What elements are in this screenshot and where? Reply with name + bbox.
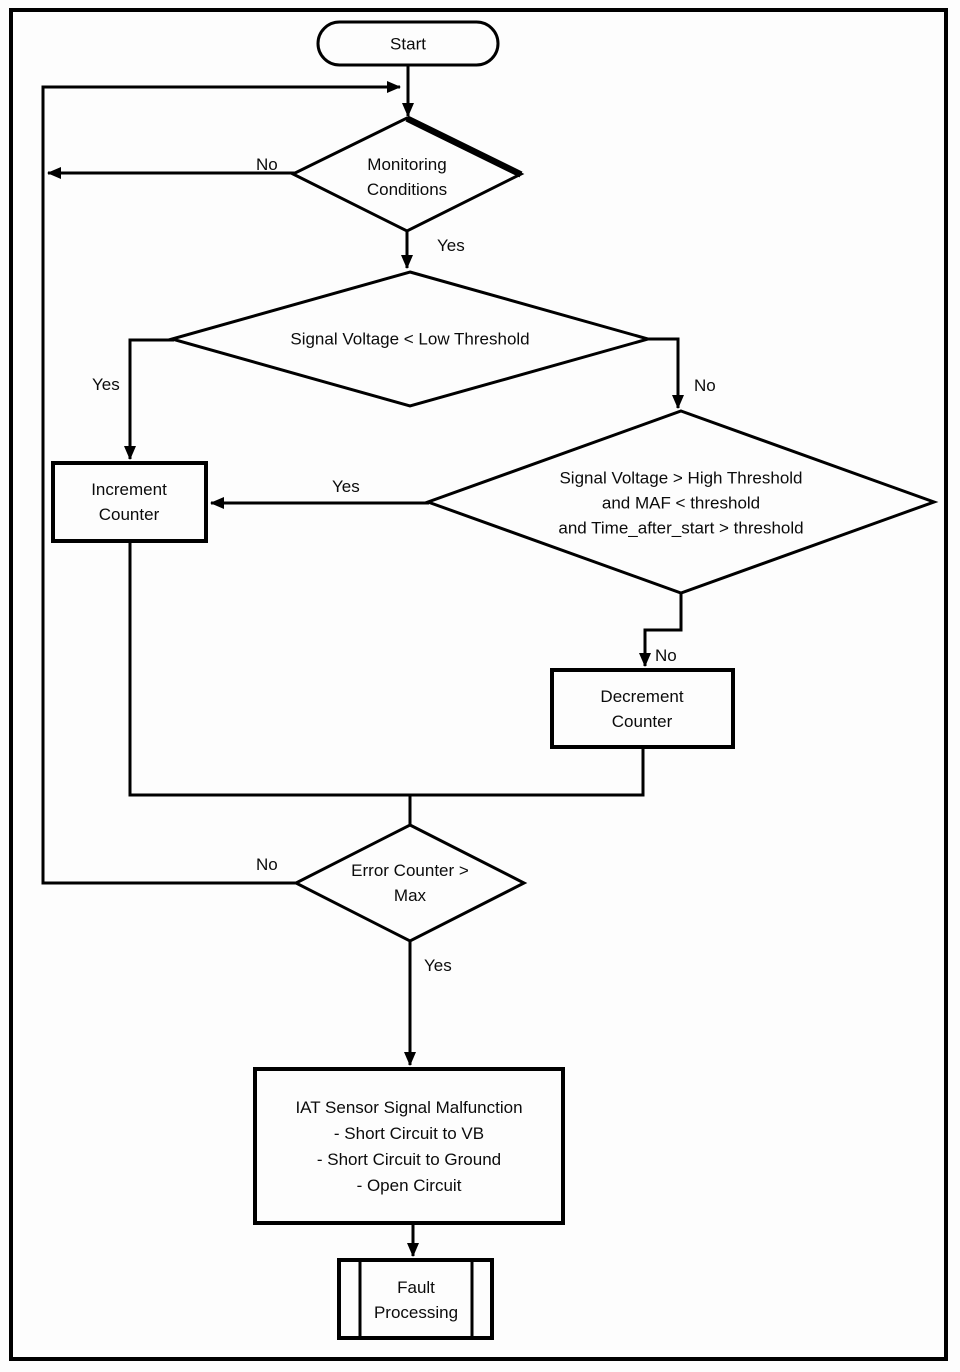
monitoring-decision-thick-edge bbox=[405, 115, 523, 178]
start-terminator bbox=[316, 20, 500, 67]
edge-signal-low-no bbox=[647, 337, 684, 409]
monitoring-no-label: No bbox=[256, 155, 278, 174]
error-counter-label: Error Counter > Max bbox=[351, 861, 469, 905]
signal-low-decision bbox=[166, 270, 654, 408]
start-label: Start bbox=[390, 34, 426, 54]
signal-low-label: Signal Voltage < Low Threshold bbox=[290, 329, 530, 349]
signal-high-decision bbox=[423, 409, 939, 595]
edge-loop-back bbox=[41, 81, 401, 885]
decrement-label: Decrement Counter bbox=[600, 687, 684, 731]
signal-high-yes-label: Yes bbox=[332, 477, 360, 496]
signal-high-no-label: No bbox=[655, 646, 677, 665]
fault-predefined-process bbox=[337, 1258, 494, 1340]
malfunction-process bbox=[253, 1067, 565, 1225]
increment-label: Increment Counter bbox=[91, 480, 167, 524]
signal-low-no-label: No bbox=[694, 376, 716, 395]
error-yes-label: Yes bbox=[424, 956, 452, 975]
malfunction-label: IAT Sensor Signal Malfunction - Short Ci… bbox=[295, 1098, 523, 1195]
error-no-label: No bbox=[256, 855, 278, 874]
error-decision bbox=[292, 823, 528, 943]
fault-label: Fault Processing bbox=[373, 1278, 459, 1322]
signal-high-label: Signal Voltage > High Threshold and MAF … bbox=[558, 468, 804, 538]
monitoring-label: Monitoring Conditions bbox=[366, 155, 448, 199]
edge-signal-high-no bbox=[639, 593, 683, 667]
page-border bbox=[9, 8, 948, 1361]
decrement-process bbox=[550, 668, 735, 749]
edge-signal-low-yes bbox=[124, 338, 174, 460]
signal-low-yes-label: Yes bbox=[92, 375, 120, 394]
increment-process bbox=[51, 461, 208, 543]
monitoring-yes-label: Yes bbox=[437, 236, 465, 255]
